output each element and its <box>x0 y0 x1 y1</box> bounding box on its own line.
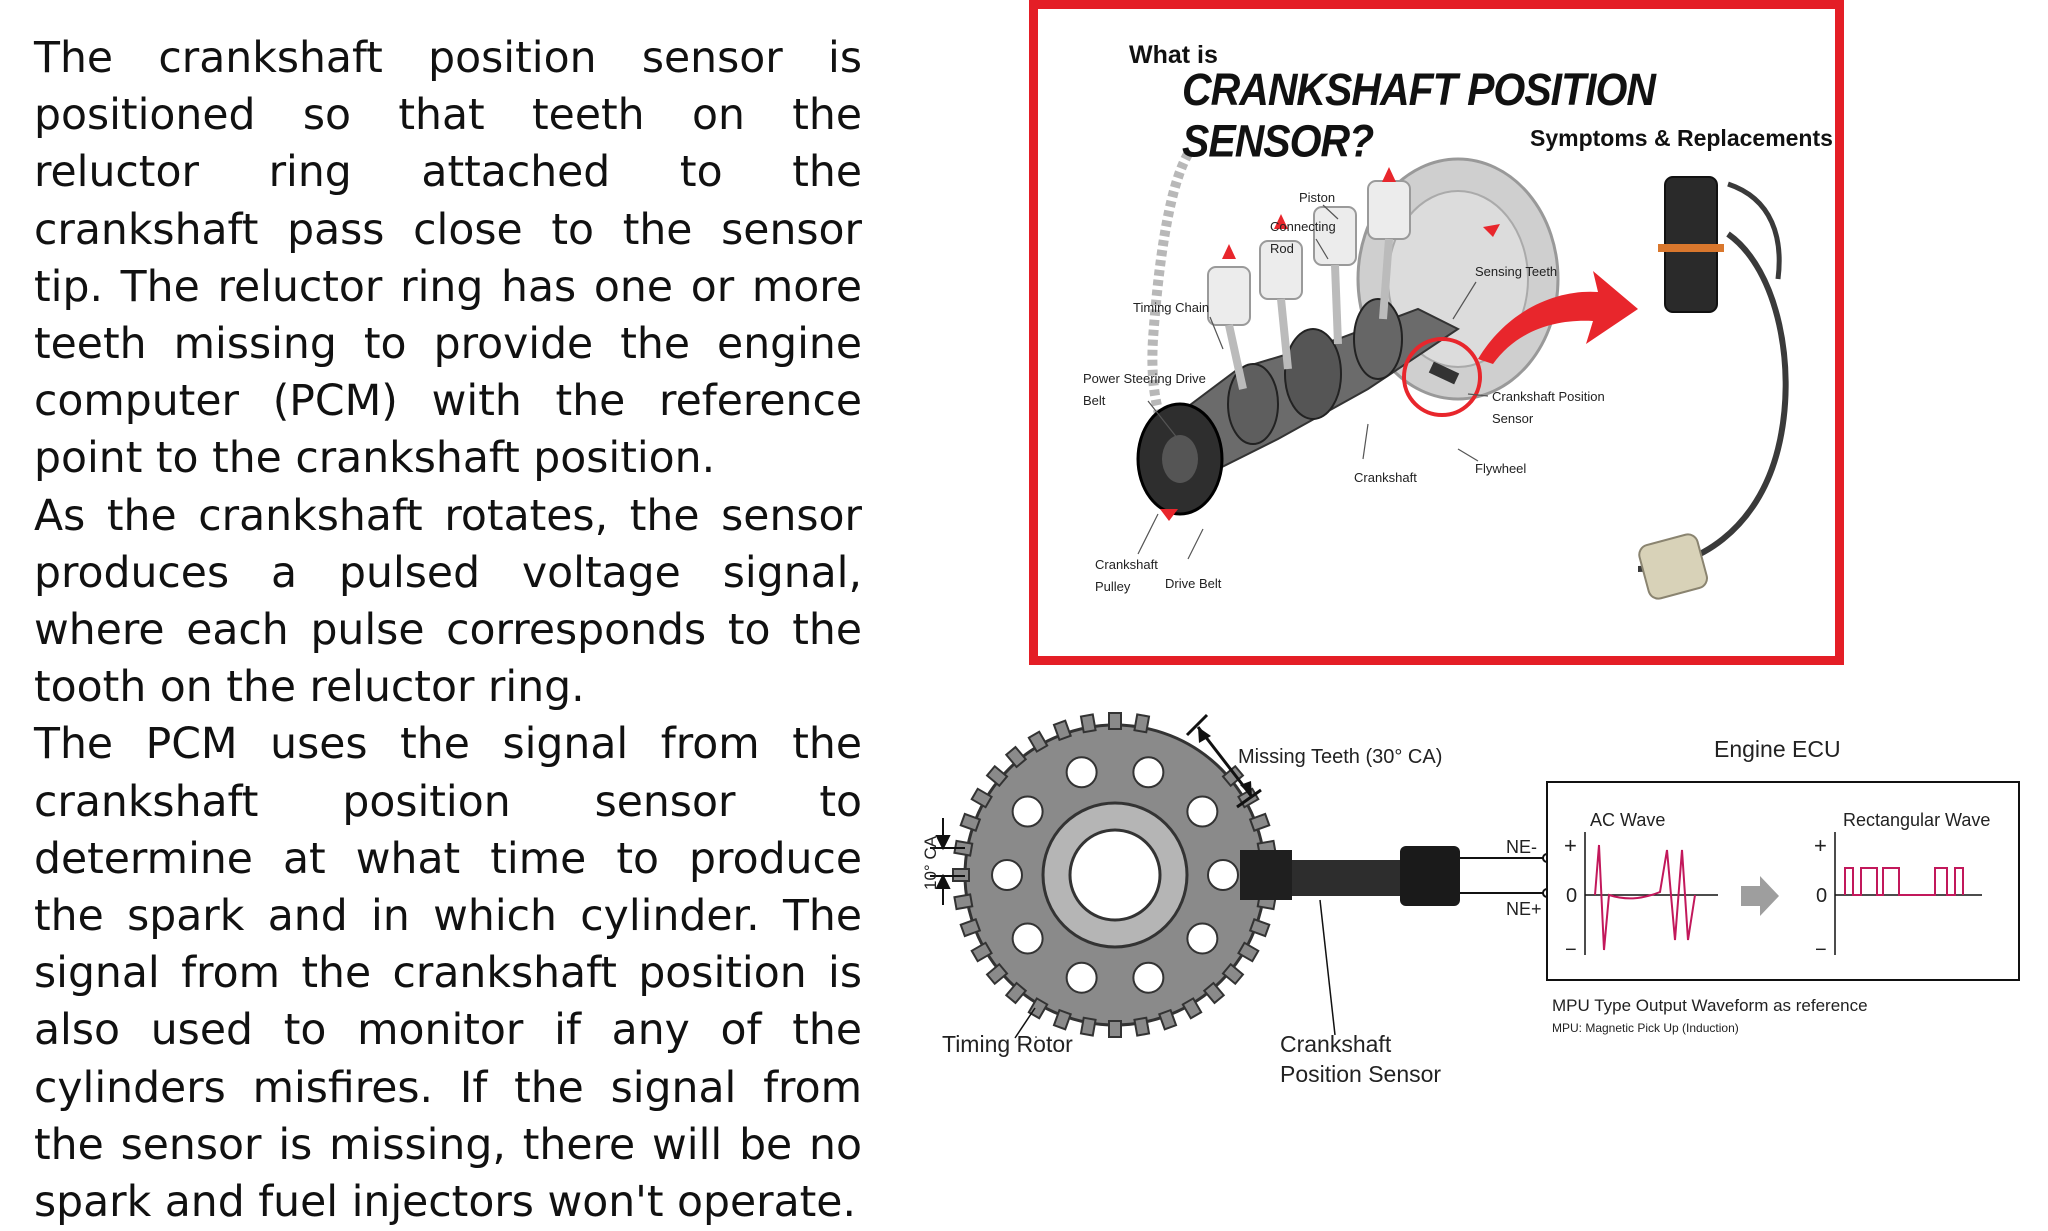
poster-title: CRANKSHAFT POSITION SENSOR? <box>1182 64 1656 167</box>
rotor-tooth <box>1052 719 1072 742</box>
rect-zero: 0 <box>1816 885 1827 907</box>
rect-wave-label: Rectangular Wave <box>1843 810 1990 830</box>
rotor-hole <box>1186 922 1219 955</box>
rotor-hole <box>1065 961 1098 994</box>
ac-waveform <box>1594 844 1696 951</box>
ac-plus-sign: + <box>1564 833 1577 858</box>
label-piston: Piston <box>1299 190 1335 205</box>
rotor-tooth <box>1202 981 1226 1005</box>
rotor-tooth <box>1052 1008 1072 1031</box>
rotor-hole <box>1132 961 1165 994</box>
label-sensing-teeth: Sensing Teeth <box>1475 264 1557 279</box>
rotor-tooth <box>1133 1016 1151 1037</box>
label-timing-chain: Timing Chain <box>1133 300 1209 315</box>
label-connecting-rod-line1: Connecting <box>1270 219 1336 234</box>
ac-wave-label: AC Wave <box>1590 810 1665 830</box>
missing-teeth-label: Missing Teeth (30° CA) <box>1238 746 1442 768</box>
crankshaft-position-sensor <box>1240 846 1547 906</box>
poster-subtitle: Symptoms & Replacements <box>1530 125 1833 151</box>
rect-waveform <box>1844 867 1964 896</box>
label-crankshaft: Crankshaft <box>1354 470 1417 485</box>
poster-image: Piston Connecting Rod Sensing Teeth Timi… <box>1029 0 1844 665</box>
label-power-steering-line1: Power Steering Drive <box>1083 371 1206 386</box>
timing-rotor-diagram: 10° CA Missing Teeth (30° CA) NE- NE+ Ti… <box>921 712 2020 1087</box>
rotor-tooth <box>1248 918 1271 938</box>
pistons <box>1207 180 1411 326</box>
rotor-tooth <box>1221 962 1245 986</box>
rotor-tooth <box>1133 713 1151 734</box>
rotor-hole <box>1011 922 1044 955</box>
label-flywheel: Flywheel <box>1475 461 1526 476</box>
rotor-tooth <box>1004 745 1028 769</box>
description-text: The crankshaft position sensor is positi… <box>34 30 862 1231</box>
poster-what-is: What is <box>1129 41 1218 69</box>
timing-rotor <box>952 712 1278 1038</box>
rotor-tooth <box>1108 1020 1122 1038</box>
conversion-arrow <box>1741 876 1779 916</box>
angle-label: 10° CA <box>921 835 940 890</box>
rotor-tooth <box>985 962 1009 986</box>
label-ckp-sensor-line1: Crankshaft Position <box>1492 389 1605 404</box>
rotor-hole <box>1207 859 1239 891</box>
rect-minus-sign: − <box>1815 939 1827 961</box>
sensor-highlight-circle <box>1402 337 1482 417</box>
rotor-tooth <box>985 764 1009 788</box>
label-drive-belt: Drive Belt <box>1165 576 1222 591</box>
label-pulley-line1: Crankshaft <box>1095 557 1158 572</box>
paragraph-pulse-signal: As the crankshaft rotates, the sensor pr… <box>34 491 862 713</box>
mpu-caption: MPU Type Output Waveform as reference <box>1552 996 1868 1015</box>
rect-plus-sign: + <box>1814 833 1827 858</box>
rotor-tooth <box>1237 941 1260 963</box>
engine-illustration: Piston Connecting Rod Sensing Teeth Timi… <box>1083 151 1789 600</box>
rotor-tooth <box>1004 981 1028 1005</box>
ne-plus-label: NE+ <box>1506 899 1542 919</box>
rotor-hole <box>991 859 1023 891</box>
sensor-label-line2: Position Sensor <box>1280 1061 1441 1087</box>
rotor-hole <box>1065 756 1098 789</box>
paragraph-pcm-usage: The PCM uses the signal from the cranksh… <box>34 720 862 1228</box>
timing-rotor-label: Timing Rotor <box>942 1031 1073 1057</box>
ecu-box <box>1546 781 2020 981</box>
rotor-hole <box>1186 795 1219 828</box>
rotor-tooth <box>1079 713 1097 734</box>
rotor-tooth <box>959 812 982 832</box>
paragraph-sensor-position: The crankshaft position sensor is positi… <box>34 34 862 484</box>
rotor-tooth <box>1027 997 1049 1020</box>
label-power-steering-line2: Belt <box>1083 393 1106 408</box>
rotor-tooth <box>1181 997 1203 1020</box>
label-ckp-sensor-line2: Sensor <box>1492 411 1534 426</box>
ac-minus-sign: − <box>1565 939 1577 961</box>
motion-arrows <box>1160 167 1500 521</box>
red-pointer-arrow <box>1478 271 1638 364</box>
rotor-hole <box>1011 795 1044 828</box>
sensor-label-line1: Crankshaft <box>1280 1031 1392 1057</box>
ne-minus-label: NE- <box>1506 837 1537 857</box>
mpu-note: MPU: Magnetic Pick Up (Induction) <box>1552 1021 1739 1035</box>
rotor-tooth <box>1158 1008 1178 1031</box>
angle-marker <box>930 818 965 905</box>
rotor-tooth <box>1248 812 1271 832</box>
rotor-tooth <box>1108 712 1122 730</box>
engine-ecu-title: Engine ECU <box>1714 736 1841 762</box>
rotor-tooth <box>1079 1016 1097 1037</box>
rotor-hole <box>1132 756 1165 789</box>
label-connecting-rod-line2: Rod <box>1270 241 1294 256</box>
ac-zero: 0 <box>1566 885 1577 907</box>
rotor-tooth <box>1027 730 1049 753</box>
rotor-tooth <box>1221 764 1245 788</box>
label-pulley-line2: Pulley <box>1095 579 1131 594</box>
rotor-tooth <box>959 918 982 938</box>
rotor-tooth <box>953 893 974 911</box>
sensor-connector <box>1638 533 1708 600</box>
rotor-tooth <box>970 941 993 963</box>
rotor-tooth <box>970 787 993 809</box>
